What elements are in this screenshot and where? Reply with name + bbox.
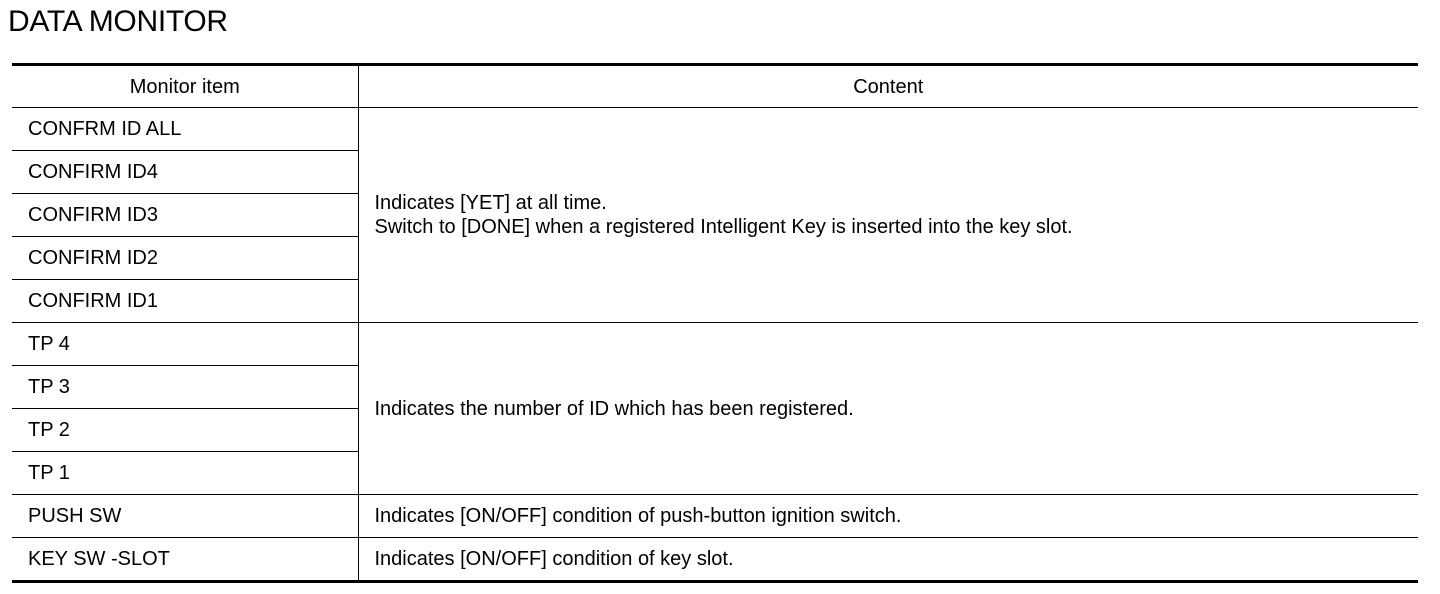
monitor-item-cell: PUSH SW <box>12 494 359 538</box>
table-row: CONFIRM ID3 <box>12 193 1418 237</box>
monitor-item-cell: CONFIRM ID1 <box>12 279 359 323</box>
table-row: CONFRM ID ALL Indicates [YET] at all tim… <box>12 107 1418 323</box>
monitor-item-cell: TP 2 <box>12 408 359 452</box>
page-title: DATA MONITOR <box>8 5 228 38</box>
content-cell: Indicates [YET] at all time. Switch to [… <box>358 107 1418 323</box>
monitor-item-cell: KEY SW -SLOT <box>12 537 359 582</box>
monitor-item-cell: TP 1 <box>12 451 359 495</box>
monitor-item-cell: CONFIRM ID3 <box>12 193 359 237</box>
header-monitor-item: Monitor item <box>12 64 359 108</box>
table-header-row: Monitor item Content <box>12 64 1418 108</box>
content-line: Indicates [ON/OFF] condition of key slot… <box>374 548 734 570</box>
content-line: Indicates [ON/OFF] condition of push-but… <box>374 505 902 527</box>
content-line: Switch to [DONE] when a registered Intel… <box>374 216 1073 238</box>
table-row: TP 1 <box>12 451 1418 495</box>
monitor-item-cell: TP 4 <box>12 322 359 366</box>
monitor-item-cell: CONFIRM ID4 <box>12 150 359 194</box>
monitor-item-cell: CONFRM ID ALL <box>12 107 359 151</box>
table-row: PUSH SW Indicates [ON/OFF] condition of … <box>12 494 1418 538</box>
table-row: TP 4 Indicates the number of ID which ha… <box>12 322 1418 495</box>
content-cell: Indicates [ON/OFF] condition of key slot… <box>358 537 1418 582</box>
table-row: CONFIRM ID4 <box>12 150 1418 194</box>
data-monitor-table: Monitor item Content CONFRM ID ALL Indic… <box>12 63 1418 583</box>
monitor-item-cell: TP 3 <box>12 365 359 409</box>
content-line: Indicates the number of ID which has bee… <box>374 397 854 420</box>
monitor-item-cell: CONFIRM ID2 <box>12 236 359 280</box>
table-row: CONFIRM ID1 <box>12 279 1418 323</box>
content-cell: Indicates [ON/OFF] condition of push-but… <box>358 494 1418 538</box>
table-row: TP 3 <box>12 365 1418 409</box>
header-content: Content <box>358 64 1418 108</box>
table-row: KEY SW -SLOT Indicates [ON/OFF] conditio… <box>12 537 1418 582</box>
content-line: Indicates [YET] at all time. <box>374 192 607 214</box>
table-row: CONFIRM ID2 <box>12 236 1418 280</box>
table-row: TP 2 <box>12 408 1418 452</box>
content-cell: Indicates the number of ID which has bee… <box>358 322 1418 495</box>
